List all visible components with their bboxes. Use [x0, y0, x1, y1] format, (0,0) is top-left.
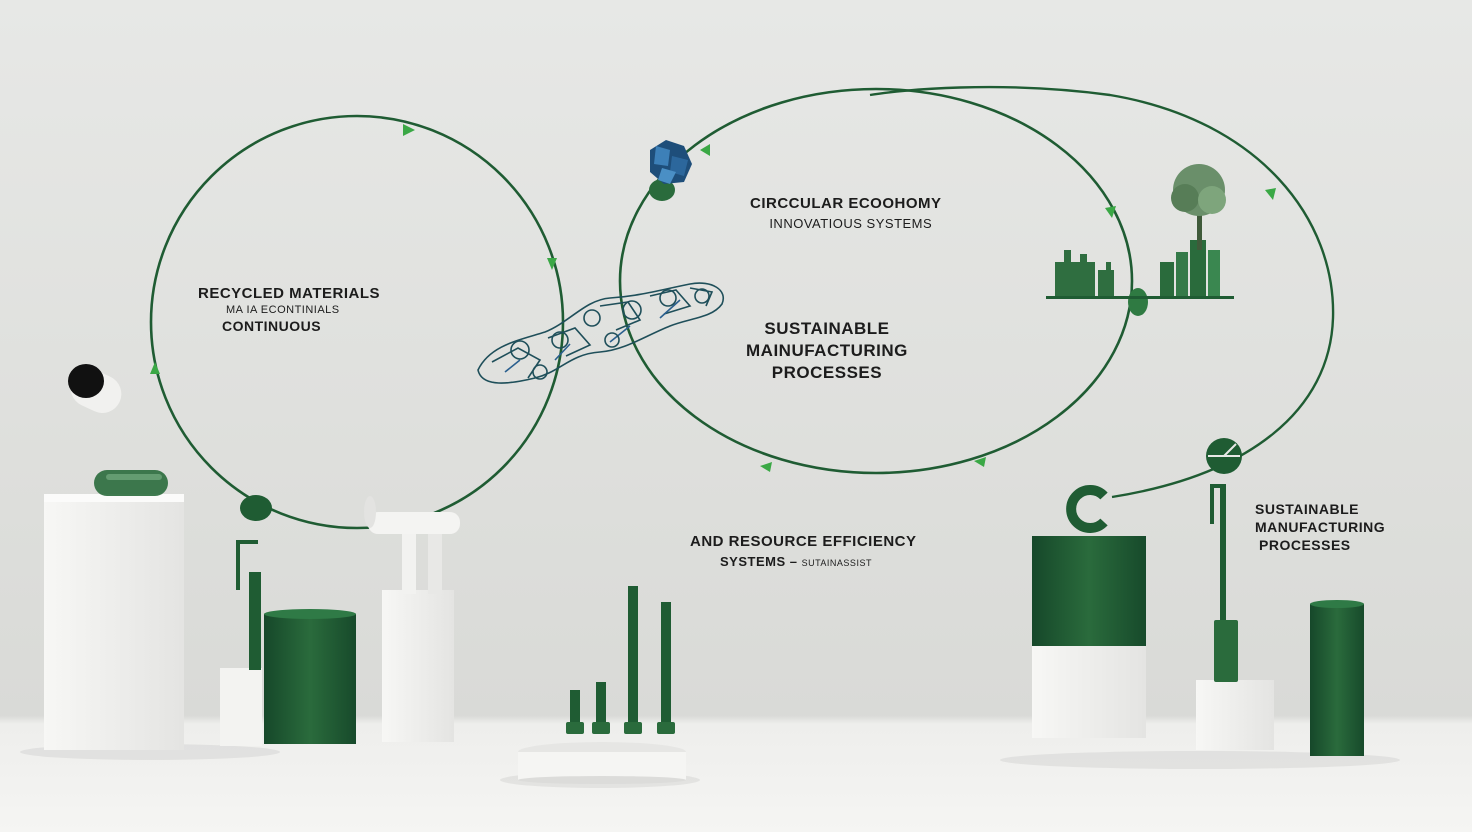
center-loop-ring — [618, 87, 1134, 475]
label-line: CONTINUOUS — [222, 318, 322, 334]
label-line: PROCESSES — [771, 363, 883, 382]
white-cylinder-icon — [68, 364, 122, 413]
arrow-icon — [1105, 206, 1116, 218]
arrow-icon — [150, 362, 160, 374]
label-line: MANUFACTURING — [1255, 519, 1386, 535]
right-loop-ring — [869, 85, 1335, 499]
label-line: RECYCLED MATERIALS — [198, 285, 381, 302]
label-line: INNOVATIOUS SYSTEMS — [769, 216, 933, 231]
right-pedestal-group — [1032, 484, 1364, 756]
label-resource-efficiency: AND RESOURCE EFFICIENCY SYSTEMS – SUTAIN… — [690, 532, 917, 573]
arrow-icon — [547, 258, 557, 270]
label-line: PROCESSES — [1259, 537, 1351, 553]
c-ring-icon — [1066, 485, 1108, 533]
arrow-icon — [760, 462, 772, 472]
label-line: MA IA ECONTINIALS — [226, 304, 340, 316]
floor-shadows — [20, 744, 1400, 788]
label-part: SYSTEMS – — [720, 554, 798, 569]
arrow-icon — [974, 457, 986, 467]
node-pod-icon — [649, 179, 675, 201]
label-line: SUSTAINABLE — [764, 319, 890, 338]
label-sustainable-manufacturing-center: SUSTAINABLE MAINUFACTURING PROCESSES — [746, 318, 908, 384]
loop-nodes — [240, 179, 1242, 521]
flow-arrows — [150, 124, 1276, 472]
arrow-icon — [403, 124, 415, 136]
label-line: SYSTEMS – SUTAINASSIST — [690, 552, 917, 573]
label-line: SUSTAINABLE — [1255, 501, 1360, 517]
center-bar-group — [518, 586, 686, 784]
label-sustainable-manufacturing-right: SUSTAINABLE MANUFACTURING PROCESSES — [1255, 500, 1385, 554]
label-line: MAINUFACTURING — [746, 341, 908, 360]
green-capsule-icon — [94, 470, 168, 496]
molecule-cluster-icon — [650, 140, 692, 184]
left-pedestal-group — [44, 364, 460, 750]
arrow-icon — [1265, 188, 1276, 200]
label-circular-economy: CIRCCULAR ECOOHOMY INNOVATIOUS SYSTEMS — [750, 194, 942, 234]
label-line: AND RESOURCE EFFICIENCY — [690, 533, 917, 550]
label-part: SUTAINASSIST — [801, 558, 872, 568]
node-pod-icon — [240, 495, 272, 521]
factory-tree-illustration — [1046, 164, 1234, 299]
label-recycled-materials: RECYCLED MATERIALS MA IA ECONTINIALS CON… — [198, 284, 380, 336]
node-pod-icon — [1128, 288, 1148, 316]
arrow-icon — [700, 144, 710, 156]
molecular-mesh-icon — [477, 282, 725, 384]
label-line: CIRCCULAR ECOOHOMY — [750, 195, 942, 212]
